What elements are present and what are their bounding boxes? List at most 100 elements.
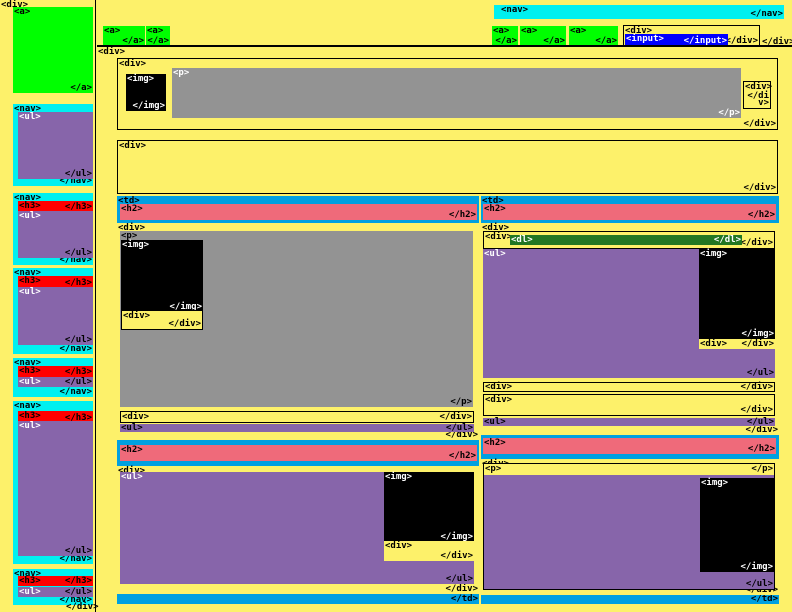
left-cell-content-2: <div> </div> <ul> </ul> <img> </img> <di… <box>117 466 479 594</box>
div-close-tag: </div> <box>743 183 776 193</box>
left-cell-heading-1: <h2> </h2> <box>120 204 477 220</box>
logo-link[interactable]: <a> </a> <box>13 7 93 93</box>
div-open-tag: <div> <box>98 47 126 57</box>
sidebar-nav-2-list[interactable]: <ul> </ul> <box>18 211 93 258</box>
top-nav: <nav> </nav> <box>494 5 784 19</box>
sidebar-nav-5-list[interactable]: <ul> </ul> <box>18 421 93 556</box>
div-close-tag: </div> <box>445 430 478 440</box>
left-cell-list-caption: <div> </div> <box>384 541 474 561</box>
ul-close-tag: </ul> <box>445 574 473 584</box>
img-close-tag: </img> <box>741 329 774 339</box>
left-cell-list-2[interactable]: <ul> </ul> <img> </img> <div> </div> <box>120 472 474 584</box>
img-close-tag: </img> <box>440 532 473 542</box>
a-open-tag: <a> <box>521 26 538 36</box>
h3-open-tag: <h3> <box>19 411 41 421</box>
ul-close-tag: </ul> <box>64 587 92 597</box>
td-close-tag: </td> <box>450 594 478 604</box>
sidebar-nav-4-list[interactable]: <ul> </ul> <box>18 377 93 387</box>
h3-open-tag: <h3> <box>19 201 41 211</box>
nav-open-tag: <nav> <box>14 569 42 579</box>
right-cell-paragraph: <p> </p> </ul> <img> </img> <box>483 463 775 590</box>
left-cell-image: <img> </img> <box>121 240 203 312</box>
right-cell-list-3[interactable]: </ul> <img> </img> <box>484 475 774 589</box>
right-cell-list-caption: <div> </div> <box>699 339 775 349</box>
p-close-tag: </p> <box>751 464 773 474</box>
ul-open-tag: <ul> <box>19 421 41 431</box>
sidebar-nav-6-list[interactable]: <ul> </ul> <box>18 587 93 597</box>
nav-close-tag: </nav> <box>59 595 92 605</box>
right-cell-heading-1: <h2> </h2> <box>483 204 776 220</box>
header-link-4[interactable]: <a> </a> <box>520 26 566 46</box>
td-open-tag: <td> <box>482 196 504 206</box>
nav-open-tag: <nav> <box>14 401 42 411</box>
sidebar-nav-4-heading: <h3> </h3> <box>18 366 93 377</box>
left-cell-content: <div> </div> <p> </p> <img> </img> <div>… <box>117 223 479 440</box>
nav-open-tag: <nav> <box>501 5 529 15</box>
h3-open-tag: <h3> <box>19 276 41 286</box>
right-cell-heading-2: <h2> </h2> <box>483 438 776 454</box>
nav-open-tag: <nav> <box>14 268 42 278</box>
header-link-5[interactable]: <a> </a> <box>569 26 618 46</box>
profile-actions[interactable]: <div> </di v> <box>743 81 772 109</box>
ul-close-tag: </ul> <box>64 377 92 387</box>
nav-close-tag: </nav> <box>59 176 92 186</box>
nav-close-tag: </nav> <box>59 344 92 354</box>
div-open-tag: <div> <box>625 26 653 36</box>
ul-close-tag: </ul> <box>64 169 92 179</box>
a-open-tag: <a> <box>570 26 587 36</box>
left-cell-caption: <div> </div> <box>121 310 203 330</box>
logo-link-close-tag: </a> <box>70 83 92 93</box>
sidebar-nav-3-list[interactable]: <ul> </ul> <box>18 287 93 345</box>
div-close-tag: </div> <box>740 382 773 392</box>
td-open-tag: <td> <box>118 196 140 206</box>
td-close-tag: </td> <box>750 594 778 604</box>
sidebar-nav-3-heading: <h3> </h3> <box>18 276 93 288</box>
sidebar-nav-1-list[interactable]: <ul> </ul> <box>18 112 93 179</box>
header-link-1[interactable]: <a> </a> <box>103 26 145 46</box>
h3-open-tag: <h3> <box>19 366 41 376</box>
input-open-tag: <input> <box>626 34 664 44</box>
img-close-tag: </img> <box>169 302 202 312</box>
img-open-tag: <img> <box>385 472 413 482</box>
right-cell-list[interactable]: <ul> </ul> <img> </img> <div> </div> <box>483 249 775 378</box>
right-cell-content-2: <div> </div> <p> </p> </ul> <img> </img> <box>481 459 779 595</box>
ul-open-tag: <ul> <box>121 423 143 433</box>
table-cell-right: <td> </td> <h2> </h2> <div> </div> <div>… <box>481 196 779 604</box>
table-cell-left: <td> </td> <h2> </h2> <div> </div> <p> <… <box>117 196 479 604</box>
main-container: <div> <box>97 45 792 612</box>
ul-open-tag: <ul> <box>19 287 41 297</box>
h3-open-tag: <h3> <box>19 576 41 586</box>
left-cell-list[interactable]: <ul> </ul> <box>120 423 474 433</box>
ul-open-tag: <ul> <box>484 249 506 259</box>
nav-open-tag: <nav> <box>14 193 42 203</box>
div-close-tag: </div> <box>740 238 773 248</box>
a-open-tag: <a> <box>493 26 510 36</box>
ul-close-tag: </ul> <box>64 335 92 345</box>
p-close-tag: </p> <box>450 397 472 407</box>
div-open-tag: <div> <box>482 223 510 233</box>
a-open-tag: <a> <box>147 26 164 36</box>
div-open-tag: <div> <box>485 395 513 405</box>
h3-close-tag: </h3> <box>64 278 92 288</box>
right-cell-content: <div> </div> <div> </div> <dl> </dl> <ul… <box>481 223 779 435</box>
header-link-3[interactable]: <a> </a> <box>492 26 518 46</box>
div-open-tag: <div> <box>485 232 513 242</box>
img-open-tag: <img> <box>127 74 155 84</box>
ul-close-tag: </ul> <box>64 546 92 556</box>
div-open-tag: <div> <box>123 311 151 321</box>
logo-link-open-tag: <a> <box>14 7 31 17</box>
ul-close-tag: </ul> <box>746 368 774 378</box>
sidebar-nav-6-heading: <h3> </h3> <box>18 576 93 586</box>
nav-open-tag: <nav> <box>14 104 42 114</box>
a-close-tag: </a> <box>495 36 517 46</box>
left-cell-heading-2: <h2> </h2> <box>120 445 477 461</box>
search-input[interactable]: <input> </input> <box>625 34 728 46</box>
header-link-2[interactable]: <a> </a> <box>146 26 170 46</box>
div-open-tag: <div> <box>700 339 728 349</box>
h2-close-tag: </h2> <box>747 444 775 454</box>
h2-open-tag: <h2> <box>121 204 143 214</box>
ul-open-tag: <ul> <box>19 112 41 122</box>
ul-close-tag: </ul> <box>746 417 774 427</box>
right-cell-list-2[interactable]: <ul> </ul> <box>483 417 775 427</box>
avatar: <img> </img> <box>126 74 166 111</box>
